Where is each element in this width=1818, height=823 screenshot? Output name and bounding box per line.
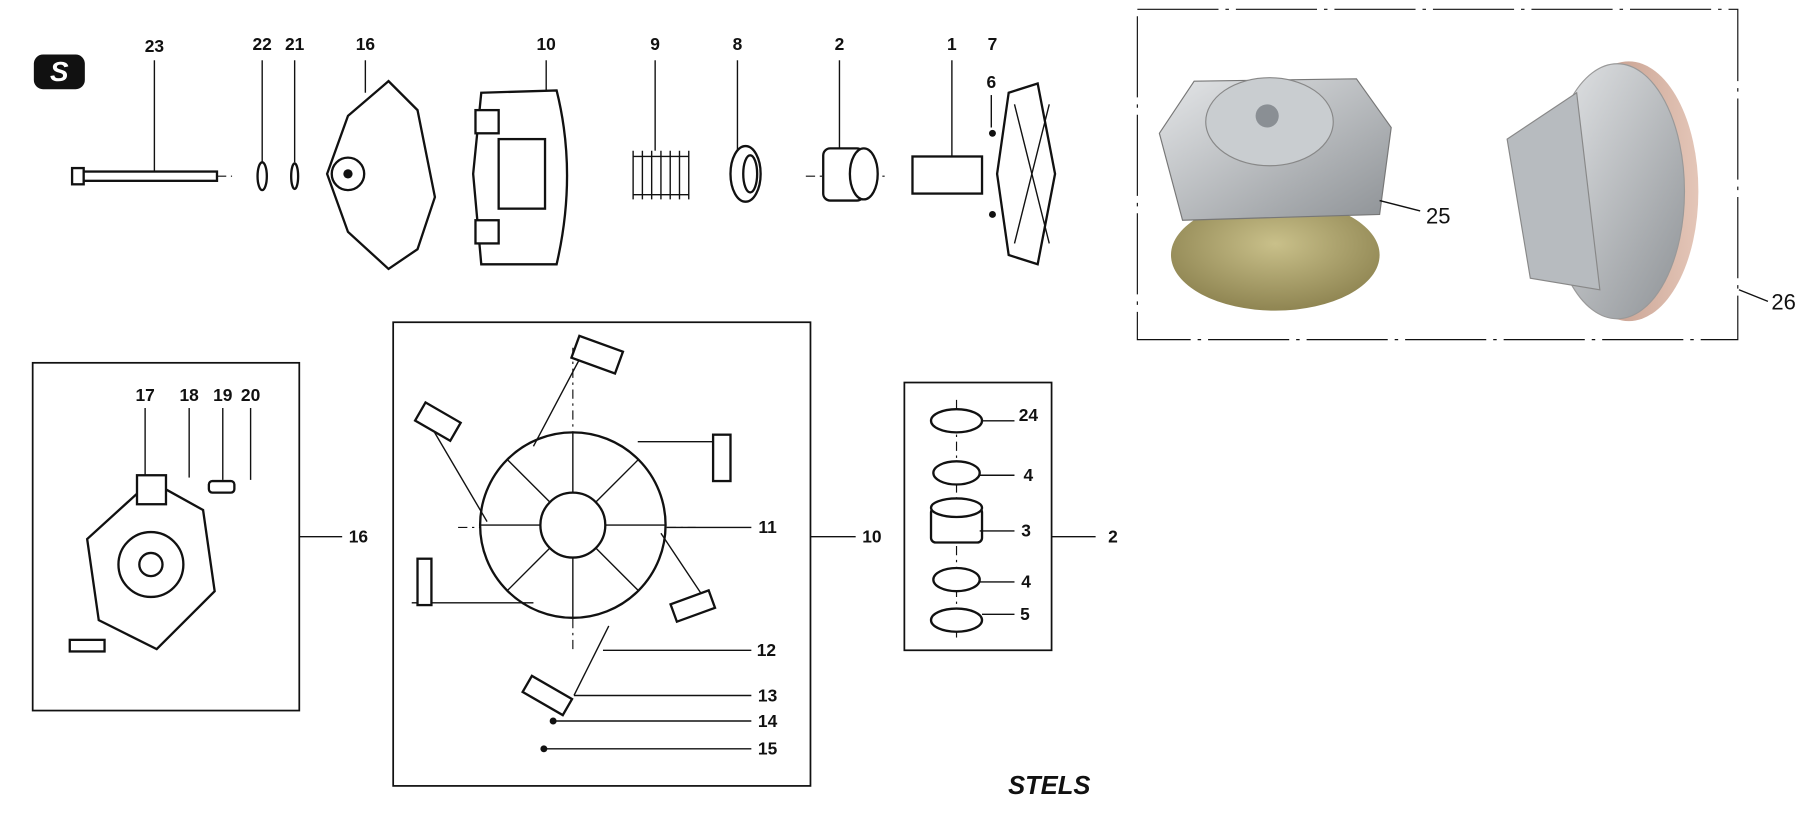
label-26: 26 — [1771, 289, 1796, 314]
label-2: 2 — [835, 34, 845, 54]
bolt-23 — [70, 166, 233, 186]
label-9: 9 — [650, 34, 660, 54]
washer-21 — [290, 162, 300, 191]
label-10: 10 — [537, 34, 556, 54]
label-1: 1 — [947, 34, 957, 54]
bushing-2 — [805, 147, 887, 202]
drive-pulley-photo — [1158, 77, 1392, 311]
label-12: 12 — [757, 640, 776, 660]
label-24: 24 — [1019, 405, 1039, 425]
label-21: 21 — [285, 34, 305, 54]
stels-logo: STELS — [1008, 772, 1090, 800]
label-5: 5 — [1020, 604, 1030, 624]
label-4-top: 4 — [1024, 465, 1034, 485]
label-2-callout: 2 — [1108, 526, 1118, 546]
label-20: 20 — [241, 385, 260, 405]
label-17: 17 — [135, 385, 154, 405]
label-15: 15 — [758, 739, 778, 759]
cover-10 — [471, 89, 569, 266]
spider-16 — [325, 79, 437, 271]
s-brand-logo: S — [33, 54, 85, 90]
label-7: 7 — [988, 34, 998, 54]
label-22: 22 — [253, 34, 272, 54]
top-leader-lines — [153, 60, 992, 174]
cover-detail-box: 11 12 13 14 15 10 — [392, 321, 882, 787]
label-11: 11 — [758, 517, 777, 537]
spring-9 — [632, 150, 690, 200]
svg-text:S: S — [50, 56, 69, 87]
clutch-assembly-photo — [1506, 61, 1699, 322]
label-4-bottom: 4 — [1021, 572, 1031, 592]
label-23: 23 — [145, 36, 165, 56]
photo-box: 25 26 — [1136, 8, 1796, 341]
fixed-sheave-1 — [911, 81, 1057, 266]
label-16-callout: 16 — [349, 526, 369, 546]
seal-8 — [729, 144, 762, 203]
label-6: 6 — [986, 72, 996, 92]
label-18: 18 — [180, 385, 200, 405]
label-13: 13 — [758, 685, 778, 705]
label-10-callout: 10 — [862, 526, 881, 546]
label-19: 19 — [213, 385, 233, 405]
spider-detail-box: 17 18 19 20 16 — [31, 361, 369, 712]
label-8: 8 — [733, 34, 743, 54]
top-row-labels: 23 22 21 16 10 9 8 2 1 7 6 — [145, 34, 998, 92]
washer-22 — [256, 161, 268, 192]
label-14: 14 — [758, 711, 778, 731]
label-25: 25 — [1426, 204, 1451, 229]
label-3: 3 — [1021, 521, 1031, 541]
label-16: 16 — [356, 34, 376, 54]
bushing-detail-box: 24 4 3 4 5 2 — [903, 381, 1118, 652]
